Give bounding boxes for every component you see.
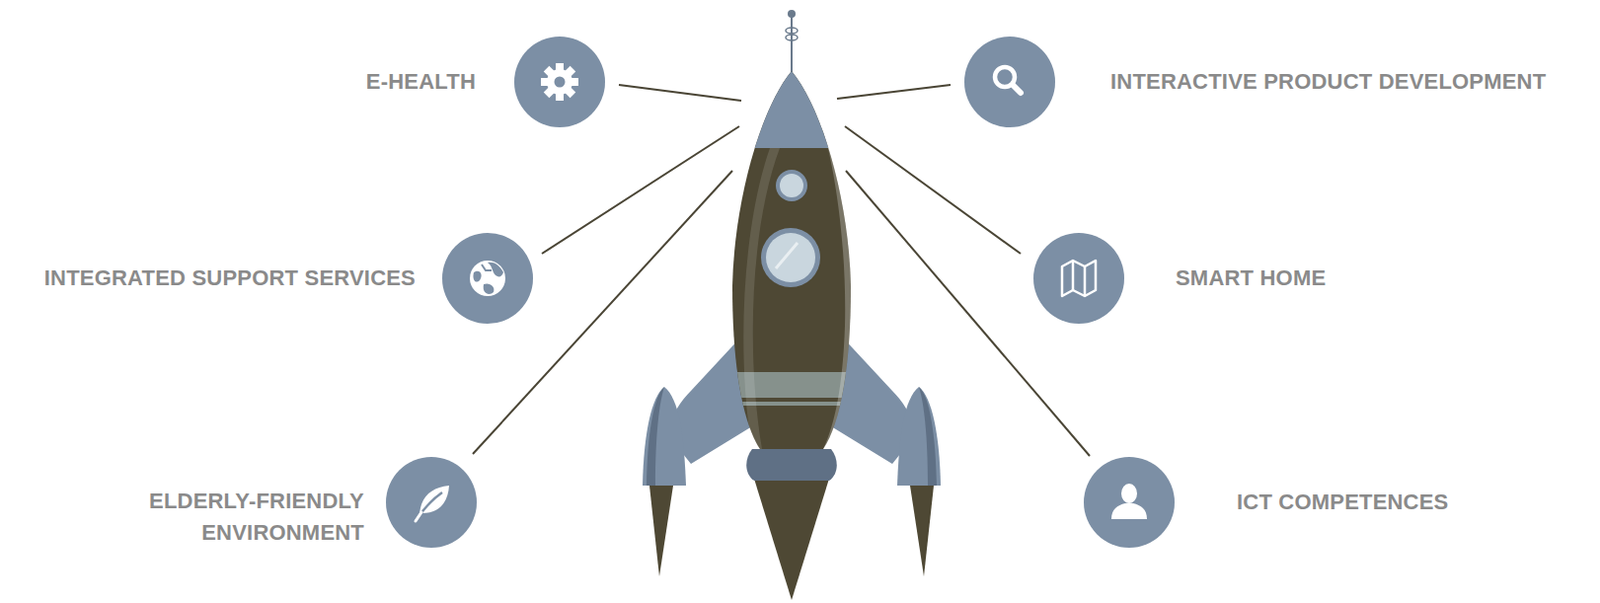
leaf-stem xyxy=(415,512,422,522)
topic-label: E-HEALTH xyxy=(366,66,476,98)
globe xyxy=(469,260,506,297)
leaf xyxy=(419,485,450,516)
map-icon xyxy=(1062,260,1096,297)
topic-circle: INTERACTIVE PRODUCT DEVELOPMENT xyxy=(964,36,1056,128)
rocket-nozzle xyxy=(746,449,838,481)
gear-tooth xyxy=(543,66,577,99)
gear-hole xyxy=(554,76,566,88)
globe-icon xyxy=(469,260,506,297)
rocket-pod-shade xyxy=(918,386,937,486)
topic-circle: INTEGRATED SUPPORT SERVICES xyxy=(442,232,534,324)
topic-circle: ELDERLY-FRIENDLY ENVIRONMENT xyxy=(385,457,477,548)
person-icon xyxy=(1111,483,1147,520)
rocket-pod xyxy=(897,386,941,486)
search-handle xyxy=(1012,84,1021,93)
map-outline xyxy=(1062,260,1096,297)
topic-label: INTEGRATED SUPPORT SERVICES xyxy=(44,262,416,295)
leaf-icon xyxy=(415,485,450,522)
rocket-pod-shade xyxy=(646,386,665,486)
rocket-nose xyxy=(720,59,869,149)
rocket-window-glass xyxy=(779,173,804,198)
topic-label: SMART HOME xyxy=(1175,262,1326,295)
antenna-ring xyxy=(785,27,798,34)
antenna xyxy=(790,15,793,74)
rocket-band xyxy=(720,372,869,398)
topic-circle: SMART HOME xyxy=(1033,232,1125,324)
person-head xyxy=(1121,483,1138,504)
map-fold xyxy=(1083,266,1087,297)
globe-sea xyxy=(472,271,481,283)
leader-line xyxy=(618,84,742,101)
leader-line xyxy=(541,126,740,254)
antenna-tip xyxy=(787,9,796,18)
topic-label: ELDERLY-FRIENDLY ENVIRONMENT xyxy=(107,485,365,549)
globe-sea xyxy=(483,283,495,294)
topic-circle: ICT COMPETENCES xyxy=(1083,457,1175,548)
rocket xyxy=(642,9,941,601)
rocket-flame xyxy=(754,478,830,601)
topic-label: ICT COMPETENCES xyxy=(1236,486,1448,519)
leader-line xyxy=(837,84,951,99)
rocket-pod xyxy=(642,386,686,486)
rocket-window xyxy=(761,228,821,288)
person-body xyxy=(1111,503,1147,520)
topic-label: INTERACTIVE PRODUCT DEVELOPMENT xyxy=(1110,66,1546,98)
window-glint xyxy=(775,242,798,269)
rocket-band xyxy=(720,401,869,406)
antenna-ring xyxy=(785,34,798,41)
gear-tooth xyxy=(540,77,579,86)
leader-line xyxy=(844,126,1021,254)
topic-circle: E-HEALTH xyxy=(514,36,606,128)
gear-tooth xyxy=(543,66,577,99)
leaf-vein xyxy=(415,492,443,522)
gear-icon xyxy=(540,63,579,101)
rocket-body xyxy=(720,59,869,455)
rocket-window-glass xyxy=(765,232,816,283)
gear-tooth xyxy=(555,63,564,101)
rocket-window xyxy=(775,169,808,202)
rocket-hull xyxy=(720,59,869,455)
rocket-highlight xyxy=(743,148,780,450)
gear-wheel xyxy=(546,69,573,95)
rocket-flame xyxy=(649,485,674,577)
globe-sea xyxy=(487,262,504,278)
search-icon xyxy=(994,67,1021,93)
map-fold xyxy=(1071,260,1075,291)
rocket-flame xyxy=(910,485,934,577)
search-lens xyxy=(994,67,1015,87)
globe-line xyxy=(481,264,492,271)
